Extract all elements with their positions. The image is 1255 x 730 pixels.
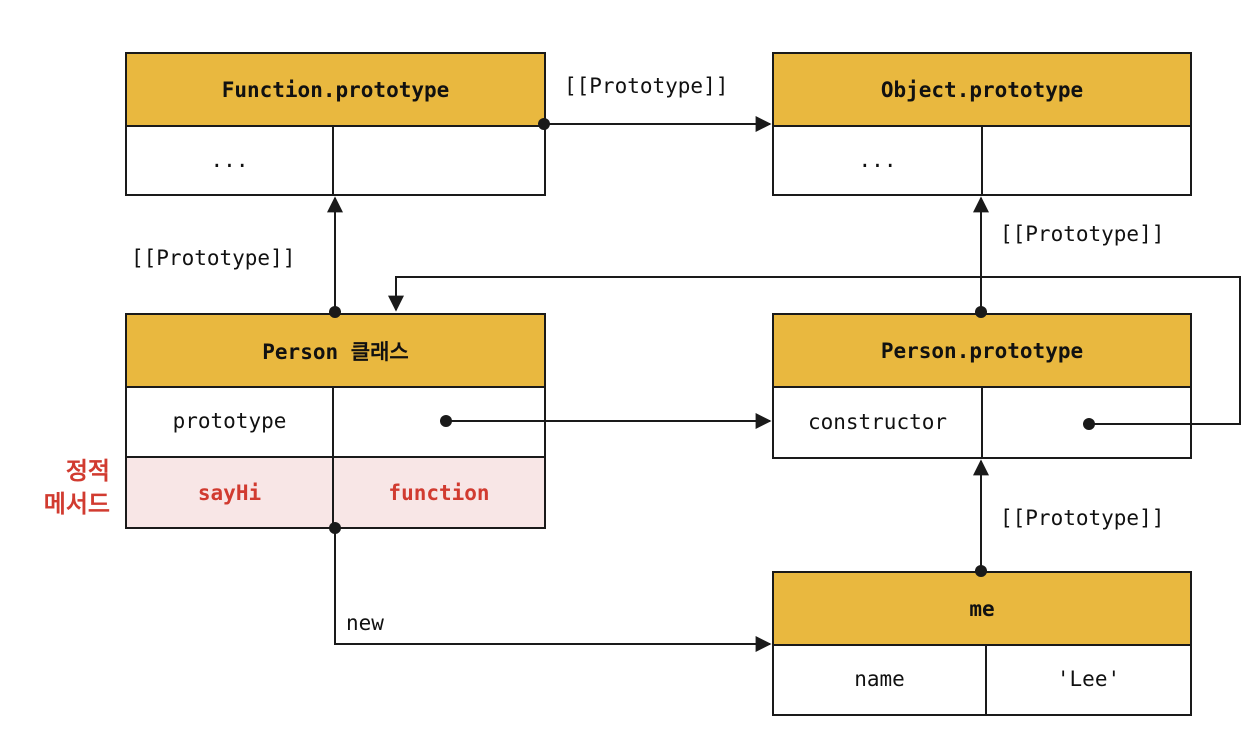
function-prototype-ellipsis: ... xyxy=(210,147,249,172)
dot-prototype-value xyxy=(440,415,452,427)
dot-function-right xyxy=(538,118,550,130)
dot-me-top xyxy=(975,565,987,577)
cell-divider xyxy=(981,125,983,194)
person-prototype-title: Person.prototype xyxy=(774,315,1190,388)
prototype-label-top: [[Prototype]] xyxy=(564,74,729,98)
me-title: me xyxy=(774,573,1190,646)
object-prototype-box: Object.prototype ... xyxy=(772,52,1192,196)
sayhi-key-cell: sayHi xyxy=(197,480,262,505)
side-label-line2: 메서드 xyxy=(43,490,110,518)
prototype-label-right-upper: [[Prototype]] xyxy=(1000,222,1165,246)
function-prototype-box: Function.prototype ... xyxy=(125,52,546,196)
name-value-cell: 'Lee' xyxy=(1056,667,1121,691)
arrow-constructor-to-class xyxy=(388,276,1241,425)
row-divider xyxy=(127,456,544,458)
constructor-key-cell: constructor xyxy=(807,409,948,434)
dot-personproto-top xyxy=(975,306,987,318)
dot-class-top xyxy=(329,306,341,318)
dot-class-bottom xyxy=(329,522,341,534)
cell-divider xyxy=(332,386,334,527)
static-method-row xyxy=(127,458,544,527)
new-label: new xyxy=(346,611,384,635)
prototype-label-left: [[Prototype]] xyxy=(131,246,296,270)
object-prototype-ellipsis: ... xyxy=(858,147,897,172)
prototype-label-right-lower: [[Prototype]] xyxy=(1000,506,1165,530)
cell-divider xyxy=(332,125,334,194)
function-value-cell: function xyxy=(388,480,490,505)
cell-divider xyxy=(981,386,983,457)
person-class-title: Person 클래스 xyxy=(127,315,544,388)
cell-divider xyxy=(985,644,987,714)
person-prototype-box: Person.prototype constructor xyxy=(772,313,1192,459)
name-key-cell: name xyxy=(854,667,905,691)
dot-constructor-value xyxy=(1083,418,1095,430)
side-label-line1: 정적 xyxy=(65,457,110,485)
static-method-side-label: 정적 메서드 xyxy=(10,455,110,521)
function-prototype-title: Function.prototype xyxy=(127,54,544,127)
prototype-key-cell: prototype xyxy=(172,409,287,433)
me-box: me name 'Lee' xyxy=(772,571,1192,716)
arrow-new-to-me xyxy=(334,528,772,652)
